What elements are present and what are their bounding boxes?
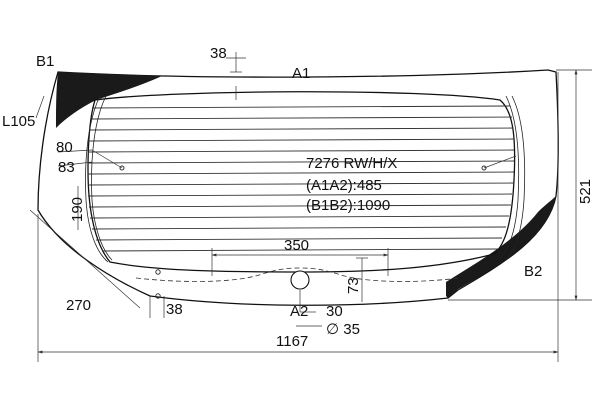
label-a2: A2 <box>290 303 308 320</box>
dim-height-521 <box>448 69 592 301</box>
dim-label-top-38: 38 <box>210 45 227 62</box>
label-a1: A1 <box>292 65 310 82</box>
dim-width-1167 <box>37 72 559 362</box>
dim-label-bottom-38: 38 <box>166 301 183 318</box>
dim-bottom <box>29 209 322 327</box>
label-b2: B2 <box>524 263 542 280</box>
connector-left <box>91 149 125 171</box>
black-band-right <box>446 196 556 296</box>
dim-label-30: 30 <box>326 303 343 320</box>
spec-b1b2: (B1B2):1090 <box>306 197 390 214</box>
black-band-top-left <box>56 72 162 128</box>
dim-label-270: 270 <box>66 297 91 314</box>
dim-label-83: 83 <box>58 159 75 176</box>
marker-dot-left <box>155 269 161 275</box>
bus-bar-left <box>85 95 113 263</box>
wiper-hole <box>290 270 310 290</box>
dim-label-73: 73 <box>345 277 362 294</box>
dim-label-350: 350 <box>284 237 309 254</box>
dim-center-350 <box>211 248 389 276</box>
dim-label-1167: 1167 <box>276 333 308 350</box>
dim-label-190: 190 <box>69 197 86 222</box>
marker-dot-bottom-left <box>155 293 161 299</box>
connector-right <box>481 155 517 171</box>
bottom-dashed-contour <box>135 267 461 282</box>
defroster-lines <box>87 105 515 252</box>
dim-right-73 <box>356 257 368 302</box>
dim-left-stack <box>35 95 93 230</box>
label-b1: B1 <box>36 53 54 70</box>
black-band-bottom-right <box>446 282 458 298</box>
dim-label-80: 80 <box>56 139 73 156</box>
label-l105: L105 <box>2 113 35 130</box>
dim-top-38 <box>226 52 246 100</box>
dim-label-521: 521 <box>577 179 594 204</box>
spec-a1a2: (A1A2):485 <box>306 177 382 194</box>
dim-label-diameter-35: ∅ 35 <box>326 321 360 338</box>
bus-bar-right <box>499 95 526 261</box>
heated-area-outline <box>87 91 516 273</box>
part-code: 7276 RW/H/X <box>306 155 397 172</box>
